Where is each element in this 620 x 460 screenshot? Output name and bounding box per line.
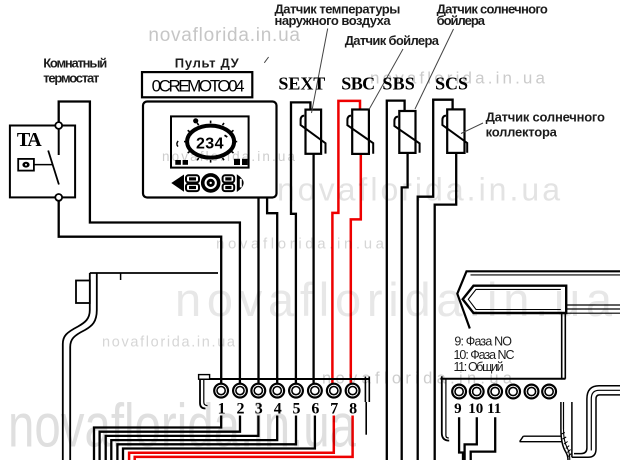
- svg-text:4: 4: [274, 401, 282, 418]
- svg-text:термостат: термостат: [43, 71, 99, 86]
- svg-text:SEXT: SEXT: [278, 74, 325, 94]
- svg-text:1: 1: [218, 401, 226, 418]
- svg-text:11: 11: [487, 401, 501, 417]
- svg-text:novaflorida.in.ua: novaflorida.in.ua: [277, 171, 560, 207]
- svg-text:novaflorida.in.ua: novaflorida.in.ua: [322, 369, 513, 387]
- svg-text:novaflorida.in.ua: novaflorida.in.ua: [216, 236, 385, 253]
- svg-text:Датчик солнечного: Датчик солнечного: [486, 109, 605, 124]
- svg-text:Пульт ДУ: Пульт ДУ: [175, 56, 240, 71]
- svg-text:SBS: SBS: [382, 74, 414, 94]
- svg-text:6: 6: [311, 401, 319, 418]
- svg-text:Датчик температуры: Датчик температуры: [275, 1, 401, 16]
- svg-text:novaflorida.in.ua: novaflorida.in.ua: [102, 335, 236, 351]
- svg-text:SBC: SBC: [341, 74, 375, 94]
- svg-text:7: 7: [330, 401, 338, 418]
- svg-text:9: 9: [454, 401, 462, 417]
- svg-text:novaflorida.in.ua: novaflorida.in.ua: [148, 25, 300, 46]
- svg-text:8: 8: [349, 401, 357, 418]
- svg-text:10: 10: [468, 401, 483, 417]
- svg-text:TA: TA: [17, 129, 42, 151]
- svg-text:9: Фаза NO: 9: Фаза NO: [454, 335, 512, 349]
- svg-text:2: 2: [237, 401, 245, 418]
- svg-text:коллектора: коллектора: [486, 125, 558, 140]
- svg-text:11: Общий: 11: Общий: [454, 360, 504, 374]
- svg-text:5: 5: [293, 401, 301, 418]
- svg-text:3: 3: [255, 401, 263, 418]
- svg-text:Комнатный: Комнатный: [43, 56, 107, 71]
- svg-text:Датчик солнечного: Датчик солнечного: [437, 1, 548, 16]
- svg-text:novaflorida.in.ua: novaflorida.in.ua: [175, 273, 613, 326]
- svg-text:10: Фаза NC: 10: Фаза NC: [454, 348, 515, 362]
- svg-text:novaflorida.in.ua: novaflorida.in.ua: [162, 149, 295, 164]
- svg-text:novaflorida.in.ua: novaflorida.in.ua: [8, 392, 356, 460]
- svg-text:наружного воздуха: наружного воздуха: [275, 13, 392, 28]
- svg-text:Датчик бойлера: Датчик бойлера: [345, 33, 440, 48]
- svg-text:0CREMOTO04: 0CREMOTO04: [152, 76, 245, 95]
- svg-text:бойлера: бойлера: [437, 13, 486, 28]
- svg-text:SCS: SCS: [435, 74, 468, 94]
- svg-text:novaflorida.in.ua: novaflorida.in.ua: [370, 68, 546, 87]
- svg-text:234: 234: [196, 136, 224, 153]
